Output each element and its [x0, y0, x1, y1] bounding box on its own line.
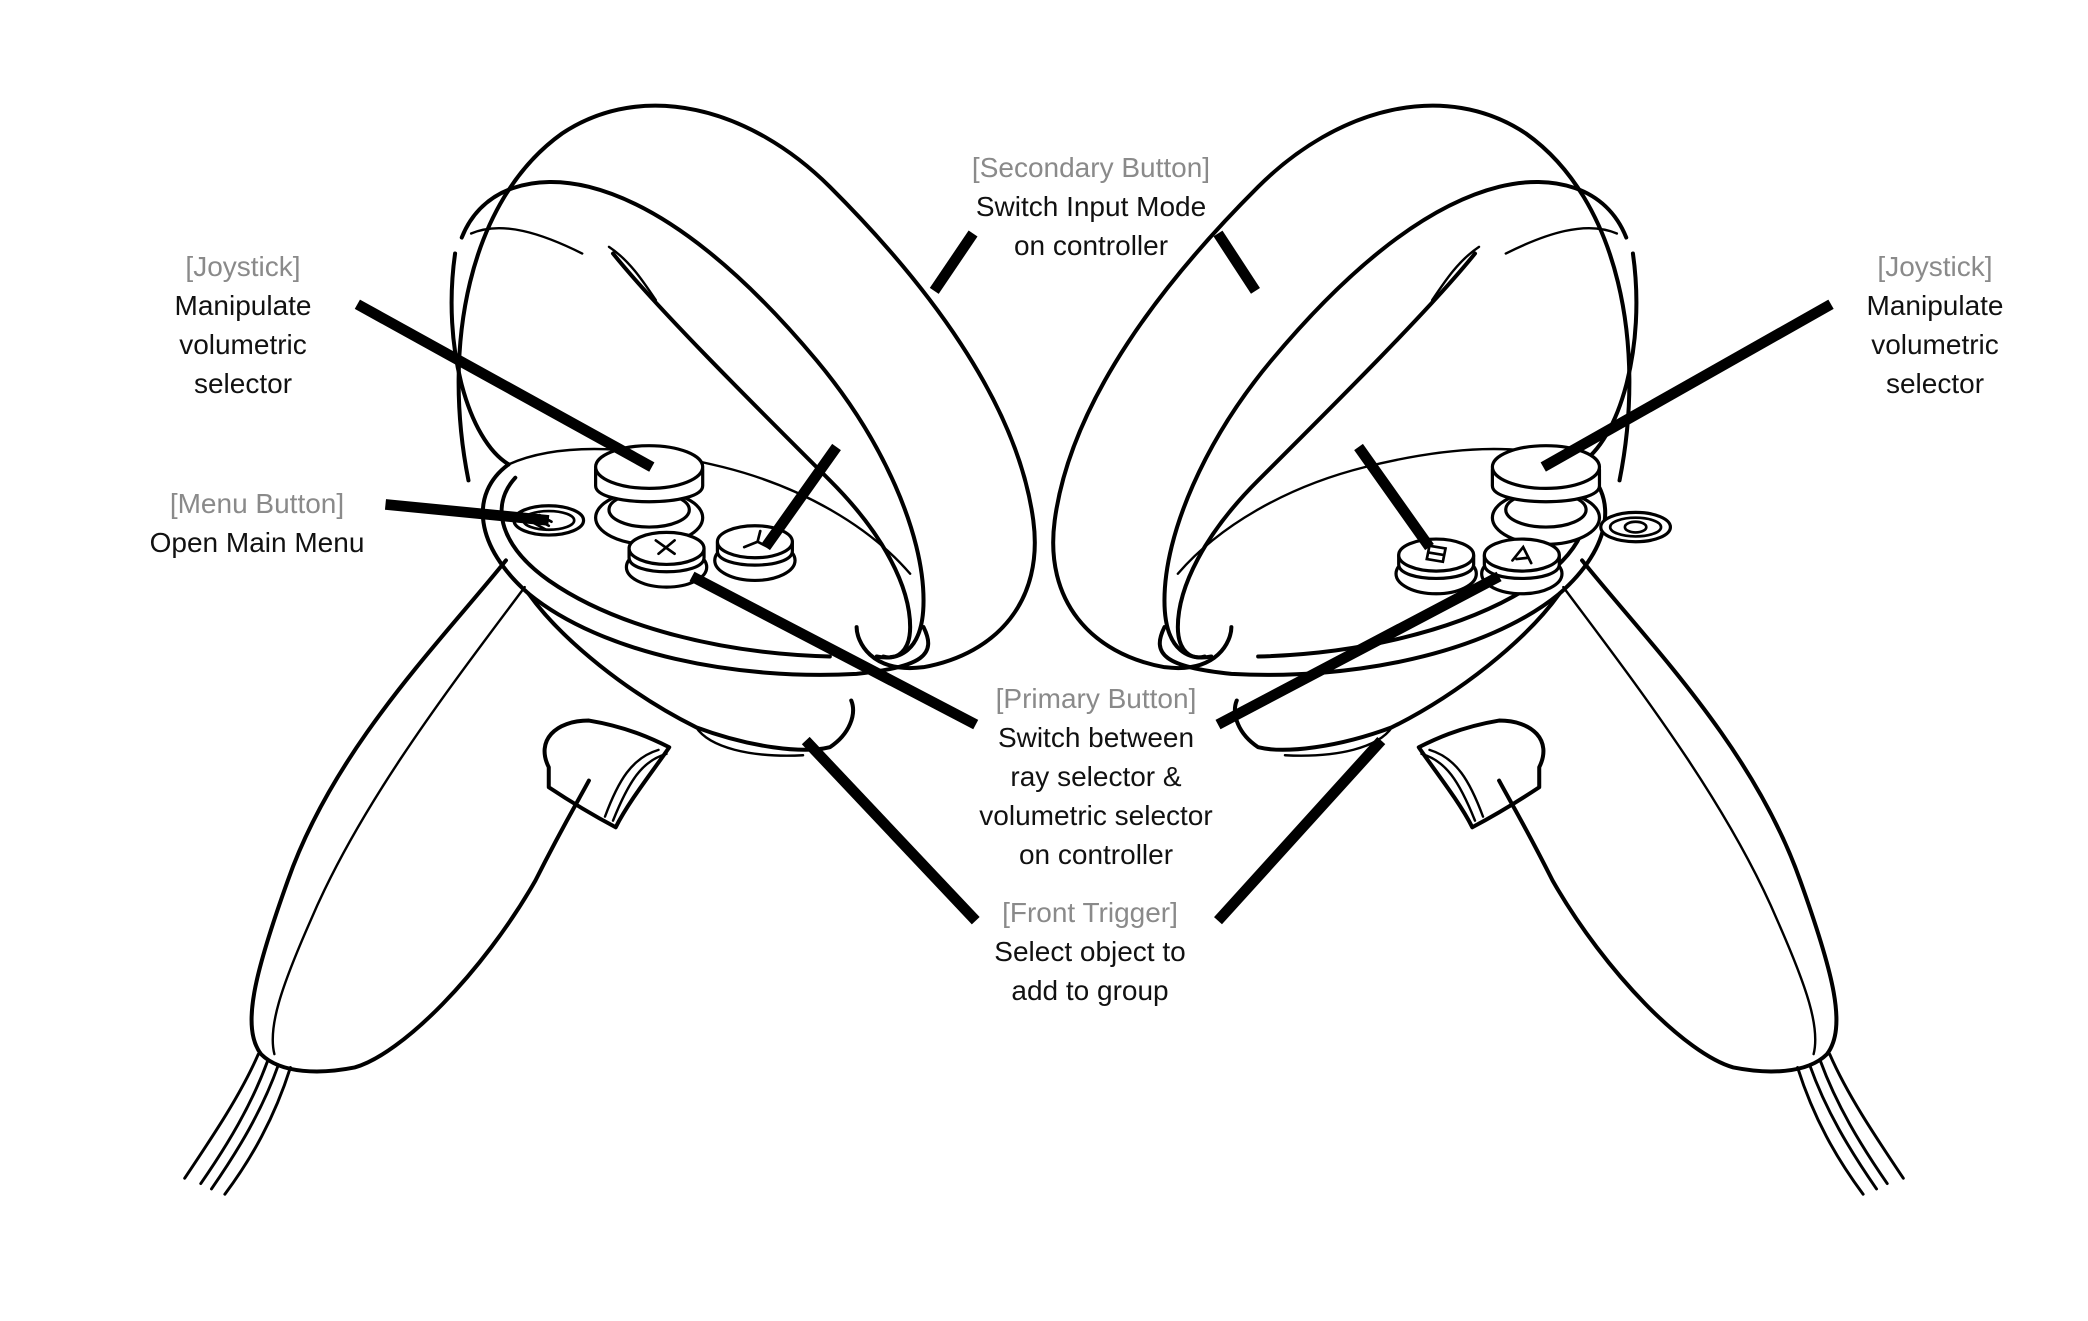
leader-right-joystick: [1540, 299, 1834, 472]
leader-left-trigger: [801, 736, 980, 925]
primary-button-desc-4: on controller: [1018, 839, 1174, 870]
secondary-button-desc-2: on controller: [1013, 230, 1169, 261]
leader-b-button: [1354, 443, 1434, 551]
right-a-button: [1480, 537, 1564, 596]
right-handle: [1497, 558, 1839, 1074]
front-trigger-desc-1: Select object to: [994, 936, 1186, 967]
right-joystick-label: [Joystick] Manipulate volumetric selecto…: [1867, 247, 2004, 403]
left-joystick-desc-3: selector: [193, 368, 293, 399]
right-joystick-tag: [Joystick]: [1877, 251, 1993, 282]
left-x-button: [624, 530, 709, 589]
primary-button-desc-1: Switch between: [997, 722, 1195, 753]
primary-button-desc-2: ray selector &: [1010, 761, 1182, 792]
front-trigger-desc-2: add to group: [1011, 975, 1169, 1006]
secondary-button-desc-1: Switch Input Mode: [975, 191, 1207, 222]
leader-left-secondary: [929, 230, 978, 294]
primary-button-desc-3: volumetric selector: [979, 800, 1213, 831]
left-controller: [183, 103, 1037, 1196]
menu-button-desc-1: Open Main Menu: [149, 527, 365, 558]
primary-button-tag: [Primary Button]: [995, 683, 1197, 714]
leader-x-button: [689, 571, 979, 730]
right-tracking-ring: [1051, 103, 1632, 671]
primary-button-label: [Primary Button] Switch between ray sele…: [979, 679, 1212, 874]
secondary-button-label: [Secondary Button] Switch Input Mode on …: [972, 148, 1210, 265]
left-trigger: [542, 718, 672, 830]
leader-y-button: [761, 443, 841, 551]
leader-lines: [354, 230, 1834, 925]
leader-right-trigger: [1214, 736, 1386, 925]
right-joystick: [1490, 444, 1602, 547]
left-joystick-tag: [Joystick]: [185, 251, 301, 282]
menu-button-label: [Menu Button] Open Main Menu: [150, 484, 365, 562]
right-joystick-desc-3: selector: [1885, 368, 1985, 399]
left-joystick-label: [Joystick] Manipulate volumetric selecto…: [175, 247, 312, 403]
right-joystick-desc-1: Manipulate: [1866, 290, 2004, 321]
left-handle: [249, 558, 591, 1074]
front-trigger-label: [Front Trigger] Select object to add to …: [994, 893, 1185, 1010]
leader-menu-button: [384, 499, 550, 526]
left-joystick-desc-1: Manipulate: [174, 290, 312, 321]
leader-left-joystick: [354, 299, 655, 472]
left-joystick-desc-2: volumetric: [179, 329, 307, 360]
right-trigger: [1416, 718, 1546, 830]
left-top-face: [480, 462, 931, 677]
right-b-button: [1394, 537, 1478, 596]
left-tracking-ring: [456, 103, 1037, 671]
front-trigger-tag: [Front Trigger]: [1002, 897, 1178, 928]
leader-a-button: [1215, 571, 1502, 730]
right-joystick-desc-2: volumetric: [1871, 329, 1999, 360]
secondary-button-tag: [Secondary Button]: [971, 152, 1211, 183]
leader-right-secondary: [1213, 230, 1260, 294]
right-oculus-button: [1599, 510, 1673, 544]
right-controller: [1051, 103, 1905, 1196]
left-y-button: [713, 524, 797, 583]
menu-button-tag: [Menu Button]: [169, 488, 345, 519]
